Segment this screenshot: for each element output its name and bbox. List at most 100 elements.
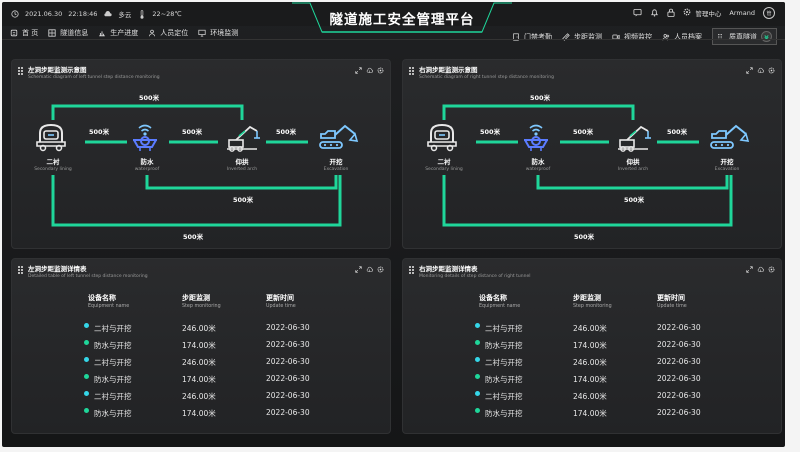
equipment-name: 防水与开挖	[94, 409, 132, 418]
nav-label: 环境监测	[210, 29, 239, 37]
panel-subtitle: Monitoring details of step distance of r…	[419, 274, 531, 279]
status-dot	[475, 323, 480, 328]
header-cn: 设备名称	[479, 294, 507, 302]
cloud-upload-icon[interactable]	[757, 67, 764, 74]
right-diagram-panel: 右洞步距监测示意图 Schematic diagram of right tun…	[402, 59, 782, 249]
inverted-arch-crane-icon	[223, 122, 261, 156]
cloud-upload-icon[interactable]	[366, 266, 373, 273]
admin-center-link[interactable]: 管理中心	[683, 8, 721, 18]
expand-icon[interactable]	[746, 266, 753, 273]
step-distance: 174.00米	[573, 341, 607, 350]
bell-icon[interactable]	[650, 8, 659, 19]
nav-item-step-monitoring[interactable]: 步距监测	[562, 32, 602, 42]
node-name: 二衬	[46, 158, 60, 166]
nav-item-environment[interactable]: 环境监测	[198, 28, 238, 38]
drag-handle-icon[interactable]	[18, 266, 23, 274]
lock-icon[interactable]	[667, 8, 675, 19]
node-name: 开挖	[720, 158, 734, 166]
excavator-icon	[317, 122, 359, 156]
nav-item-video[interactable]: 视频监控	[612, 32, 652, 42]
settings-icon[interactable]	[377, 67, 384, 74]
drag-handle-icon[interactable]	[409, 266, 414, 274]
panel-subtitle: Schematic diagram of right tunnel step d…	[419, 75, 554, 80]
gear-icon	[683, 8, 691, 18]
drag-handle-icon[interactable]	[18, 67, 23, 75]
message-icon[interactable]	[633, 8, 642, 19]
cloud-upload-icon[interactable]	[366, 67, 373, 74]
status-dot	[475, 374, 480, 379]
update-time: 2022-06-30	[266, 408, 310, 417]
nav-item-personnel-location[interactable]: 人员定位	[148, 28, 188, 38]
distance-label-bottom: 500米	[574, 233, 595, 241]
status-dot	[84, 323, 89, 328]
node-name: 防水	[140, 158, 154, 166]
bottom-connector	[442, 175, 733, 227]
settings-icon[interactable]	[377, 266, 384, 273]
step-distance: 174.00米	[182, 341, 216, 350]
expand-icon[interactable]	[746, 67, 753, 74]
update-time: 2022-06-30	[657, 357, 701, 366]
status-dot	[84, 391, 89, 396]
panel-subtitle: Detailed table of left tunnel step dista…	[28, 274, 148, 279]
inverted-arch-crane-icon	[614, 122, 652, 156]
nav-item-tunnel-select[interactable]: 质真隧道	[712, 28, 777, 45]
nav-item-personnel-files[interactable]: 人员档案	[662, 32, 702, 42]
settings-icon[interactable]	[768, 67, 775, 74]
panel-header: 右洞步距监测示意图 Schematic diagram of right tun…	[409, 66, 554, 81]
chevron-down-icon[interactable]	[761, 31, 772, 42]
node-name-en: waterproof	[134, 167, 160, 172]
avatar[interactable]: 管	[763, 7, 775, 19]
header-en: Step monitoring	[573, 304, 612, 309]
lining-truck-icon	[34, 122, 68, 156]
dashboard-screen: 2021.06.30 22:18:46 多云 22~28℃ 隧道施工安全管理平台	[2, 2, 785, 447]
status-dot	[475, 391, 480, 396]
nav-item-home[interactable]: 首 页	[10, 28, 38, 38]
nav-item-progress[interactable]: 生产进度	[98, 28, 138, 38]
settings-icon[interactable]	[768, 266, 775, 273]
drag-handle-icon[interactable]	[409, 67, 414, 75]
camera-icon	[612, 33, 620, 41]
cloud-upload-icon[interactable]	[757, 266, 764, 273]
thermometer-icon	[137, 9, 146, 19]
step-distance: 246.00米	[182, 392, 216, 401]
nav-left: 首 页 隧道信息 生产进度 人员定位 环境监测	[10, 28, 238, 38]
title-banner: 隧道施工安全管理平台	[292, 2, 512, 34]
status-dot	[475, 340, 480, 345]
column-header-equipment: 设备名称 Equipment name	[479, 293, 520, 309]
expand-icon[interactable]	[355, 67, 362, 74]
user-name[interactable]: Armand	[729, 9, 755, 17]
right-table-panel: 右洞步距监测详情表 Monitoring details of step dis…	[402, 258, 782, 434]
weather-text: 多云	[118, 11, 132, 19]
node-name-en: Excavation	[714, 167, 740, 172]
expand-icon[interactable]	[355, 266, 362, 273]
header-en: Equipment name	[88, 304, 130, 309]
equipment-name: 防水与开挖	[485, 375, 523, 384]
node-name: 开挖	[329, 158, 343, 166]
panel-tools	[746, 266, 775, 273]
nav-item-tunnel-info[interactable]: 隧道信息	[48, 28, 88, 38]
step-distance: 174.00米	[573, 375, 607, 384]
update-time: 2022-06-30	[657, 323, 701, 332]
nav-item-access-control[interactable]: 门禁考勤	[512, 32, 552, 42]
panel-title: 左洞步距监测示意图	[28, 66, 87, 74]
equipment-name: 二衬与开挖	[94, 392, 132, 401]
distance-label-mid: 500米	[233, 196, 254, 204]
equipment-name: 二衬与开挖	[485, 358, 523, 367]
column-header-step: 步距监测 Step monitoring	[182, 293, 221, 309]
